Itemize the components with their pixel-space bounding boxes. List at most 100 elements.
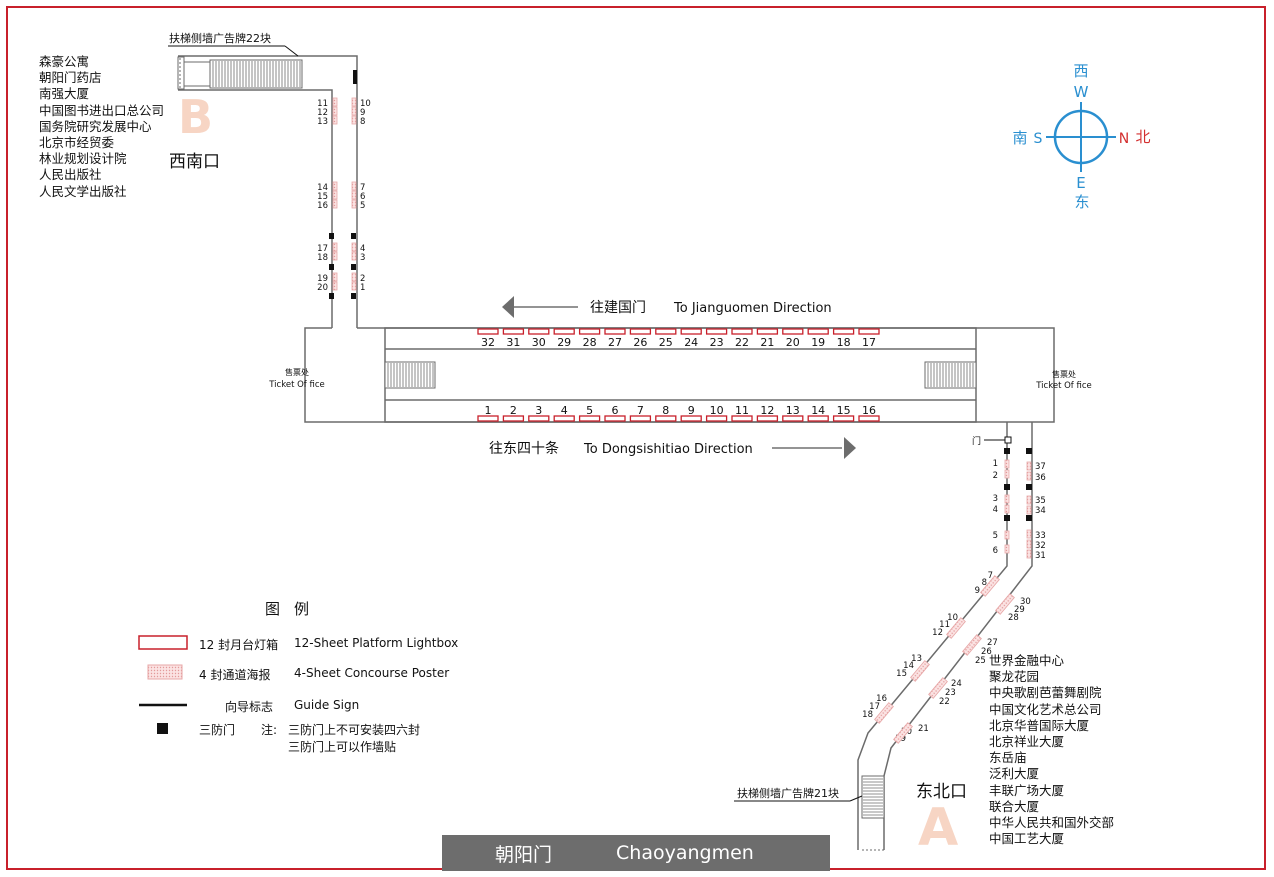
lightbox-number: 12 (760, 404, 774, 417)
lightbox-number: 6 (612, 404, 619, 417)
concourse-poster (962, 634, 982, 656)
poster-number: 36 (1035, 473, 1046, 483)
poster-number: 29 (1014, 605, 1025, 615)
lightbox-number: 27 (608, 336, 622, 349)
poster-number: 35 (1035, 496, 1046, 506)
poster-number: 10 (360, 99, 371, 109)
concourse-poster (351, 242, 357, 252)
poster-number: 30 (1020, 597, 1031, 607)
concourse-poster (1026, 495, 1032, 505)
station-name-bar: 朝阳门 Chaoyangmen (442, 835, 830, 871)
legend-door-note-label: 注: (261, 723, 278, 737)
poster-number: 13 (911, 654, 922, 664)
northeast-posters: 1234567891011121314151617181920373635343… (862, 459, 1046, 744)
poster-number: 26 (981, 647, 992, 657)
concourse-poster (332, 281, 338, 291)
poster-number: 5 (993, 531, 998, 541)
concourse-poster (1026, 539, 1032, 549)
poster-number: 21 (918, 724, 929, 734)
lightbox-number: 10 (710, 404, 724, 417)
west-ticket-office-cn: 售票处 (285, 367, 309, 377)
landmark-item: 泛利大厦 (989, 766, 1040, 782)
landmark-item: 中国工艺大厦 (989, 831, 1065, 847)
lightbox (502, 328, 525, 335)
poster-number: 6 (993, 546, 998, 556)
lightbox-number: 20 (786, 336, 800, 349)
platform-west-escalator (384, 361, 436, 389)
landmark-item: 聚龙花园 (989, 669, 1040, 685)
lightbox-number: 16 (862, 404, 876, 417)
guide-sign (353, 70, 357, 84)
poster-number: 1 (993, 459, 998, 469)
southwest-escalator-label: 扶梯侧墙广告牌22块 (169, 31, 271, 45)
concourse-poster (332, 272, 338, 282)
southwest-landmark-list: 森豪公寓朝阳门药店南强大厦中国图书进出口总公司国务院研究发展中心北京市经贸委林业… (39, 54, 164, 200)
poster-number: 24 (951, 679, 962, 689)
poster-number: 2 (993, 471, 998, 481)
poster-number: 23 (945, 688, 956, 698)
poster-number: 9 (975, 586, 980, 596)
northeast-exit-letter: A (918, 798, 959, 858)
lightbox (553, 415, 575, 422)
concourse-poster (1026, 471, 1032, 481)
lightbox-number: 1 (485, 404, 492, 417)
lightbox (604, 328, 626, 335)
lightbox-number: 24 (684, 336, 698, 349)
lightbox (858, 328, 880, 335)
lightbox-number: 21 (760, 336, 774, 349)
poster-number: 8 (982, 578, 987, 588)
compass-north: N (1119, 131, 1129, 147)
southwest-exit-name: 西南口 (169, 152, 220, 172)
landmark-item: 朝阳门药店 (39, 70, 102, 86)
concourse-poster (332, 199, 338, 209)
lightbox (782, 328, 804, 335)
northeast-escalator-label: 扶梯侧墙广告牌21块 (737, 786, 839, 800)
legend-lightbox-swatch (138, 635, 188, 650)
landmark-item: 北京华普国际大厦 (989, 717, 1090, 733)
lightbox-number: 28 (583, 336, 597, 349)
compass-north-cn: 北 (1135, 128, 1150, 146)
legend-door-note-line2: 三防门上可以作墙贴 (288, 740, 397, 754)
concourse-poster (332, 242, 338, 252)
lightbox (705, 415, 728, 422)
poster-number: 10 (947, 613, 958, 623)
station-name-en: Chaoyangmen (616, 842, 754, 864)
northeast-escalator (861, 775, 885, 851)
poster-number: 16 (876, 694, 887, 704)
legend-poster-swatch (147, 664, 183, 680)
poster-number: 34 (1035, 506, 1046, 516)
legend-lightbox-en: 12-Sheet Platform Lightbox (294, 636, 459, 650)
direction-arrow-west (502, 296, 578, 318)
lightbox (680, 328, 702, 335)
poster-number: 12 (317, 108, 328, 118)
legend-poster-en: 4-Sheet Concourse Poster (294, 666, 450, 680)
landmark-item: 北京祥业大厦 (989, 734, 1065, 750)
concourse-poster (1004, 459, 1010, 469)
compass-south-cn: 南 (1012, 129, 1027, 147)
landmark-item: 东岳庙 (989, 750, 1027, 766)
top-direction-en: To Jianguomen Direction (673, 301, 832, 316)
landmark-item: 中华人民共和国外交部 (989, 815, 1115, 831)
legend-guide-cn: 向导标志 (225, 700, 274, 714)
legend-lightbox-cn: 12 封月台灯箱 (199, 638, 279, 652)
northeast-door-label: 门 (972, 435, 981, 447)
compass-east-cn: 东 (1074, 193, 1089, 211)
poster-number: 7 (988, 571, 993, 581)
lightbox (655, 415, 677, 422)
landmark-item: 南强大厦 (39, 86, 90, 102)
poster-number: 31 (1035, 551, 1046, 561)
east-ticket-office-en: Ticket Of fice (1035, 381, 1092, 391)
legend-title: 图例 (265, 600, 324, 618)
poster-number: 17 (317, 244, 328, 254)
east-ticket-office-cn: 售票处 (1052, 369, 1076, 379)
poster-number: 32 (1035, 541, 1046, 551)
poster-number: 14 (903, 661, 914, 671)
landmark-item: 中国文化艺术总公司 (989, 701, 1102, 717)
poster-number: 3 (993, 494, 998, 504)
concourse-poster (995, 593, 1015, 615)
northeast-blast-doors (1004, 448, 1032, 521)
landmark-item: 中国图书进出口总公司 (39, 102, 165, 118)
legend-door-cn: 三防门 (199, 723, 236, 737)
